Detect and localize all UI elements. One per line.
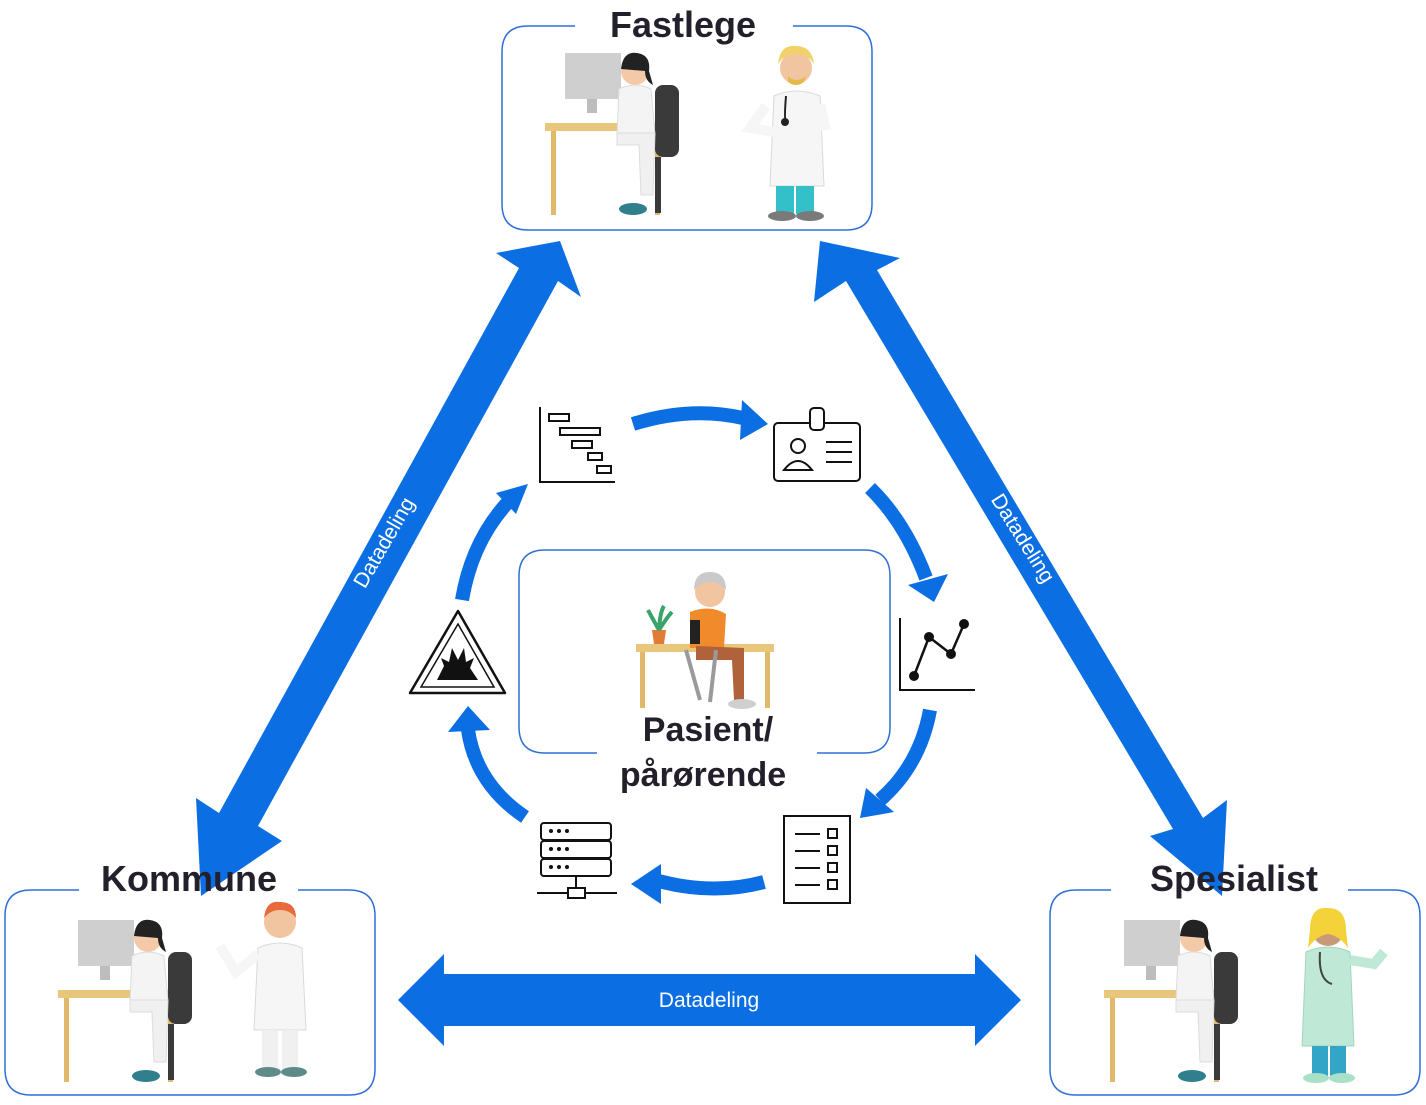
- specialist-doctor-illustration: [1301, 907, 1388, 1083]
- cycle-arrow-id-to-chart: [865, 482, 933, 581]
- kommune-node: Kommune: [4, 858, 376, 1096]
- edge-label-bottom: Datadeling: [659, 989, 759, 1012]
- checklist-icon: [783, 815, 851, 904]
- patient-title-line1: Pasient/: [643, 711, 774, 749]
- cycle-arrow-checklist-to-server: [653, 873, 766, 896]
- cycle-arrow-server-to-warning: [461, 728, 529, 823]
- cycle-arrowheads: [448, 400, 948, 904]
- arrow-fastlege-kommune: [196, 241, 581, 896]
- line-chart-icon: [899, 618, 975, 691]
- nurse-illustration: [215, 901, 307, 1077]
- receptionist-at-desk-illustration: [57, 919, 193, 1083]
- cycle-arrow-chart-to-checklist: [875, 708, 937, 806]
- doctor-illustration: [741, 45, 831, 221]
- arrow-kommune-spesialist: [398, 954, 1021, 1046]
- warning-hazard-icon: [408, 609, 507, 695]
- fastlege-node: Fastlege: [501, 4, 873, 231]
- spesialist-node: Spesialist: [1049, 858, 1421, 1096]
- receptionist-at-desk-illustration: [544, 52, 680, 216]
- cycle-arrow-plan-to-id: [630, 406, 745, 431]
- server-network-icon: [537, 822, 617, 899]
- kommune-title: Kommune: [101, 858, 277, 899]
- patient-at-table-illustration: [636, 572, 774, 709]
- cycle-arrow-warning-to-plan: [455, 495, 516, 602]
- gantt-chart-icon: [539, 407, 615, 483]
- patient-title-line2: pårørende: [620, 756, 786, 794]
- fastlege-title: Fastlege: [610, 4, 756, 45]
- care-cycle: [455, 406, 937, 896]
- receptionist-at-desk-illustration: [1103, 919, 1239, 1083]
- arrow-fastlege-spesialist: [814, 241, 1227, 896]
- id-card-icon: [773, 407, 861, 482]
- patient-node: Pasient/ pårørende: [518, 549, 891, 794]
- spesialist-title: Spesialist: [1150, 858, 1318, 899]
